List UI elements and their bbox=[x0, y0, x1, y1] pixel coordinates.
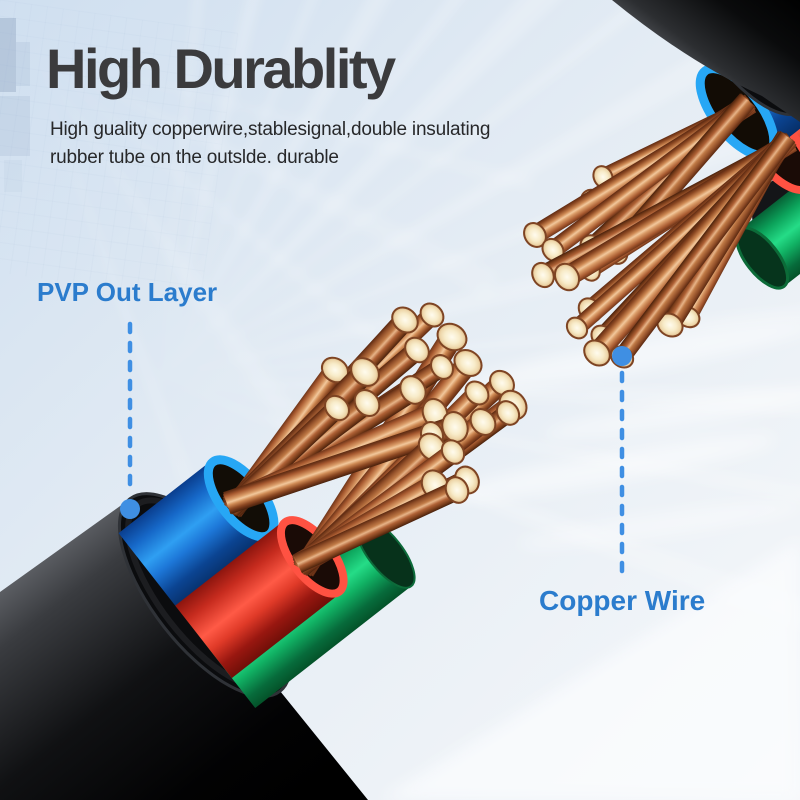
cable-right-jacket bbox=[612, 0, 800, 122]
pvp-leader-dot bbox=[120, 499, 140, 519]
subtitle-line-1: High guality copperwire,stablesignal,dou… bbox=[50, 119, 491, 140]
cable-left bbox=[0, 302, 528, 800]
copper-strand bbox=[293, 476, 470, 573]
copper-wire-label: Copper Wire bbox=[539, 585, 706, 616]
copper-strands-left bbox=[222, 302, 528, 577]
soft-light-bands bbox=[380, 319, 800, 800]
copper-strand bbox=[553, 132, 798, 292]
cable-right bbox=[523, 0, 800, 369]
callout-leaders bbox=[120, 321, 632, 583]
subtitle: High guality copperwire,stablesignal,dou… bbox=[50, 116, 490, 172]
city-silhouette bbox=[0, 18, 30, 192]
copper-strands-right bbox=[523, 93, 798, 369]
subtitle-line-2: rubber tube on the outslde. durable bbox=[50, 147, 339, 168]
pvp-out-layer-label: PVP Out Layer bbox=[37, 277, 218, 307]
copper-leader-dot bbox=[612, 346, 632, 366]
headline: High Durablity bbox=[46, 37, 396, 100]
